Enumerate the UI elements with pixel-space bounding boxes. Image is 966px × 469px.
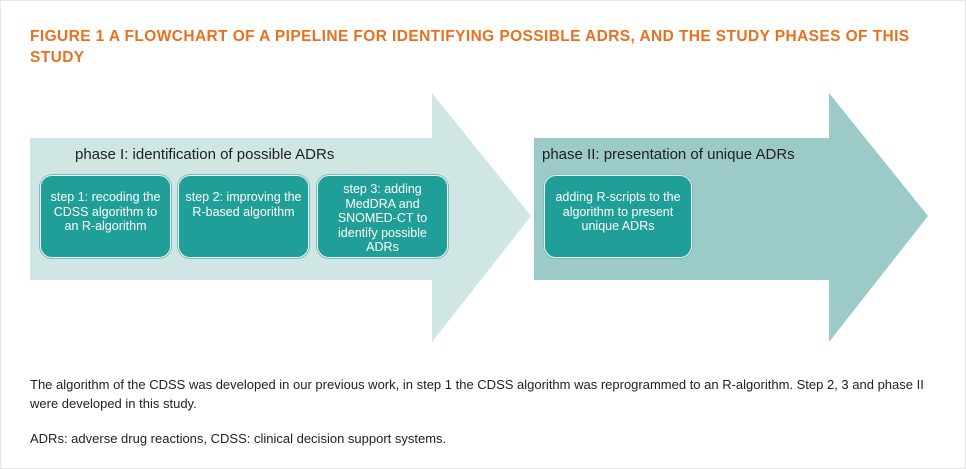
- abbreviations-note: ADRs: adverse drug reactions, CDSS: clin…: [30, 431, 447, 446]
- phase-2-label: phase II: presentation of unique ADRs: [542, 146, 795, 163]
- phase-2-step-box: adding R-scripts to the algorithm to pre…: [544, 175, 692, 258]
- figure-title: FIGURE 1 A FLOWCHART OF A PIPELINE FOR I…: [30, 28, 910, 66]
- phase-2-arrow: [534, 93, 928, 342]
- phase-2-step-text: adding R-scripts to the algorithm to pre…: [555, 190, 681, 233]
- phase-1-label: phase I: identification of possible ADRs: [75, 146, 335, 163]
- step-3-text: step 3: adding MedDRA and SNOMED-CT to i…: [337, 182, 428, 254]
- step-1-box: step 1: recoding the CDSS algorithm to a…: [40, 175, 171, 258]
- step-3-box: step 3: adding MedDRA and SNOMED-CT to i…: [317, 175, 448, 258]
- step-2-box: step 2: improving the R-based algorithm: [178, 175, 309, 258]
- figure-caption: The algorithm of the CDSS was developed …: [30, 377, 924, 411]
- step-2-text: step 2: improving the R-based algorithm: [185, 190, 302, 219]
- step-1-text: step 1: recoding the CDSS algorithm to a…: [50, 190, 161, 233]
